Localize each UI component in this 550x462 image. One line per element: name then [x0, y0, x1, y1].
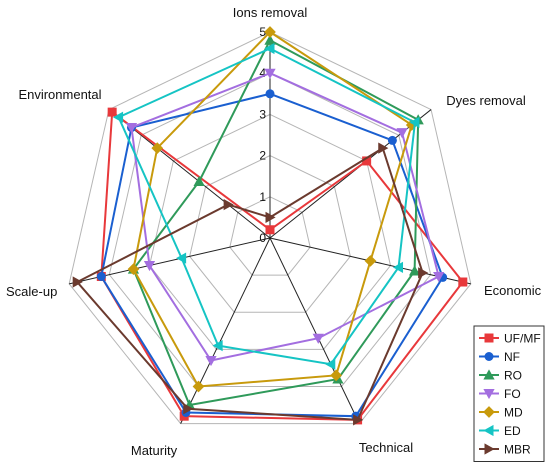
data-point-nf: [387, 135, 397, 145]
data-point-fo: [433, 272, 445, 283]
tick-labels: 0 1 2 3 4 5: [259, 25, 266, 245]
data-point-md: [192, 380, 205, 393]
data-point-uf-mf: [458, 277, 468, 287]
data-point-mbr: [378, 142, 389, 154]
series-line-mbr: [75, 146, 424, 421]
series-line-ed: [117, 47, 417, 366]
axis-label-economic: Economic: [484, 283, 542, 298]
data-point-uf-mf: [265, 225, 275, 235]
legend-swatch-marker: [484, 443, 495, 455]
data-point-ed: [409, 116, 420, 129]
data-point-mbr: [418, 267, 429, 279]
legend-swatch-marker: [483, 406, 495, 418]
axis-label-scale-up: Scale-up: [6, 284, 57, 299]
legend-item-mbr: MBR: [479, 443, 531, 457]
tick-label: 4: [259, 66, 266, 80]
series-md: [127, 26, 418, 393]
data-point-mbr: [353, 414, 364, 426]
data-point-uf-mf: [362, 156, 372, 166]
data-point-md: [264, 26, 276, 38]
data-point-ro: [264, 34, 276, 45]
tick-label: 1: [259, 190, 266, 204]
legend-swatch-marker: [483, 369, 495, 380]
data-point-fo: [143, 261, 156, 272]
series-line-ro: [132, 38, 420, 407]
legend: UF/MF NF RO FO MD ED MBR: [473, 325, 545, 462]
data-point-fo: [125, 123, 138, 134]
data-point-ro: [193, 175, 205, 186]
legend-item-md: MD: [479, 406, 523, 420]
series-ed: [112, 42, 420, 370]
legend-swatch-marker: [484, 352, 494, 361]
legend-swatch-marker: [484, 333, 494, 343]
series-mbr: [72, 142, 429, 426]
series-line-md: [132, 30, 413, 388]
legend-label: UF/MF: [504, 332, 541, 346]
legend-swatch-marker: [483, 389, 495, 400]
legend-label: ED: [504, 424, 521, 438]
tick-label: 3: [259, 107, 266, 121]
data-point-md: [330, 369, 342, 382]
tick-label: 0: [259, 231, 266, 245]
data-point-ed: [325, 358, 336, 370]
data-point-fo: [205, 355, 217, 367]
legend-item-nf: NF: [479, 350, 520, 364]
tick-label: 5: [259, 25, 266, 39]
legend-label: MBR: [504, 443, 531, 457]
grid-ring-3: [148, 113, 392, 350]
legend-item-fo: FO: [479, 387, 521, 401]
radar-grid: [68, 31, 472, 425]
series-layer: [72, 26, 468, 426]
series-line-uf-mf: [100, 110, 465, 421]
legend-label: MD: [504, 406, 523, 420]
axis-label-environmental: Environmental: [18, 87, 101, 102]
legend-label: NF: [504, 350, 520, 364]
legend-item-uf-mf: UF/MF: [479, 332, 541, 346]
data-point-md: [364, 255, 377, 267]
axis-label-technical: Technical: [359, 440, 413, 455]
data-point-ed: [212, 340, 223, 352]
axis-label-ions-removal: Ions removal: [233, 5, 308, 20]
legend-label: FO: [504, 387, 521, 401]
data-point-ed: [176, 252, 187, 264]
tick-label: 2: [259, 149, 266, 163]
data-point-ed: [112, 111, 124, 123]
data-point-ed: [392, 261, 404, 273]
legend-item-ed: ED: [479, 424, 521, 438]
axis-line: [269, 237, 360, 424]
data-point-mbr: [183, 403, 194, 415]
legend-item-ro: RO: [479, 369, 522, 383]
axis-line: [180, 237, 271, 424]
grid-ring-5: [68, 31, 472, 425]
grid-ring-1: [229, 196, 311, 276]
legend-label: RO: [504, 369, 522, 383]
data-point-mbr: [72, 276, 83, 288]
data-point-fo: [396, 128, 408, 139]
axis-label-dyes-removal: Dyes removal: [446, 93, 526, 108]
axis-label-maturity: Maturity: [131, 443, 178, 458]
data-point-ed: [264, 42, 275, 55]
data-point-uf-mf: [107, 107, 117, 117]
data-point-ro: [408, 265, 421, 276]
data-point-nf: [96, 272, 106, 282]
data-point-fo: [312, 333, 324, 344]
data-point-md: [151, 142, 164, 154]
data-point-md: [127, 263, 140, 276]
legend-swatch-marker: [483, 424, 494, 437]
data-point-mbr: [223, 198, 234, 211]
grid-ring-2: [189, 155, 351, 313]
data-point-fo: [264, 68, 276, 79]
data-point-nf: [265, 89, 275, 99]
data-point-mbr: [265, 211, 276, 224]
